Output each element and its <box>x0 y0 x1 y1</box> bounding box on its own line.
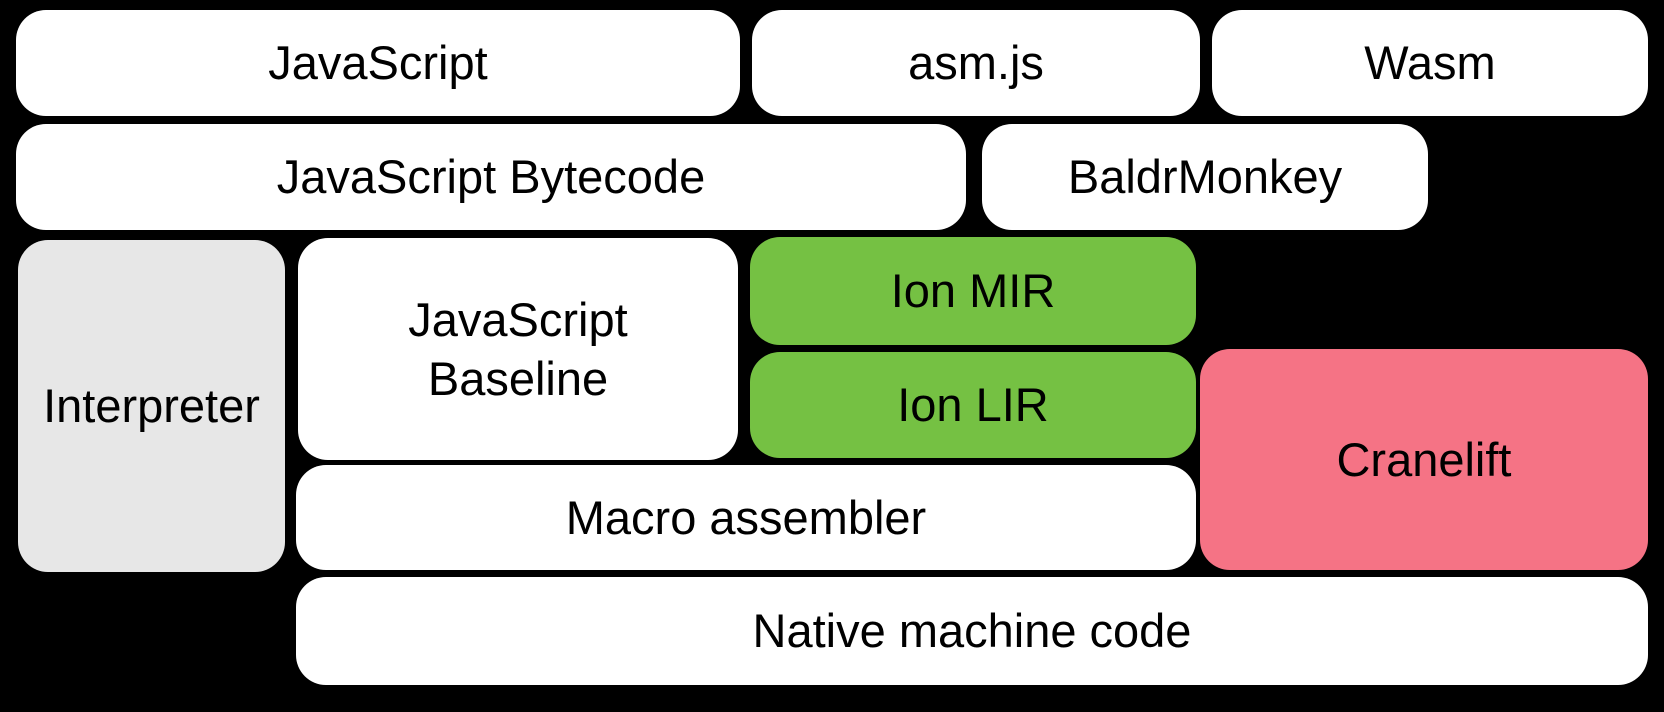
box-js-baseline-label: JavaScript Baseline <box>408 292 628 405</box>
box-baldrmonkey-label: BaldrMonkey <box>1067 150 1343 204</box>
box-wasm-label: Wasm <box>1364 36 1496 90</box>
box-native-machine-code-label: Native machine code <box>752 604 1192 658</box>
box-ion-mir: Ion MIR <box>750 237 1196 345</box>
box-js-bytecode-label: JavaScript Bytecode <box>276 150 706 204</box>
box-ion-lir: Ion LIR <box>750 352 1196 458</box>
box-js-bytecode: JavaScript Bytecode <box>16 124 966 230</box>
box-asmjs: asm.js <box>752 10 1200 116</box>
box-macro-assembler: Macro assembler <box>296 465 1196 570</box>
box-js-baseline: JavaScript Baseline <box>298 238 738 460</box>
box-baldrmonkey: BaldrMonkey <box>982 124 1428 230</box>
box-interpreter: Interpreter <box>18 240 285 572</box>
box-javascript: JavaScript <box>16 10 740 116</box>
box-asmjs-label: asm.js <box>908 36 1044 90</box>
box-ion-mir-label: Ion MIR <box>890 264 1056 318</box>
box-native-machine-code: Native machine code <box>296 577 1648 685</box>
box-interpreter-label: Interpreter <box>43 379 260 433</box>
box-macro-assembler-label: Macro assembler <box>565 490 927 544</box>
box-javascript-label: JavaScript <box>268 36 488 90</box>
box-wasm: Wasm <box>1212 10 1648 116</box>
box-ion-lir-label: Ion LIR <box>897 378 1049 432</box>
box-cranelift-label: Cranelift <box>1336 432 1512 486</box>
box-cranelift: Cranelift <box>1200 349 1648 570</box>
